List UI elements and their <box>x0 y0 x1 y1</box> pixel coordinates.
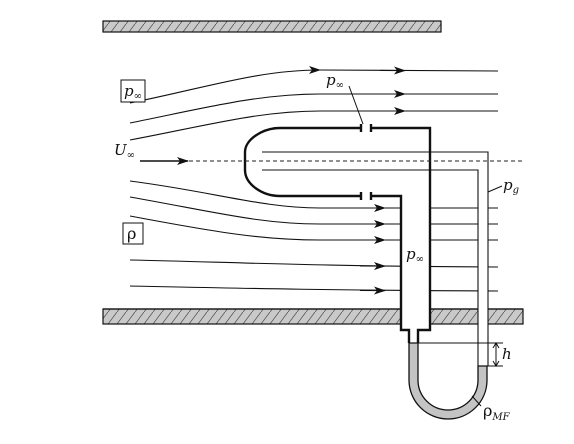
h-dimension <box>418 343 503 366</box>
manometer-fluid <box>409 343 487 419</box>
streamline-arrows-lower <box>360 208 385 291</box>
label-p-inf-top: p∞ <box>326 71 344 91</box>
streamline-1 <box>130 70 498 103</box>
total-tube-mask <box>478 152 488 366</box>
probe-mask <box>245 128 430 330</box>
streamline-arrows-upper <box>380 70 405 111</box>
streamline-6 <box>130 216 498 240</box>
label-p-g: pg <box>503 176 519 196</box>
streamline-7 <box>130 260 498 267</box>
label-u-inf: U∞ <box>114 141 135 161</box>
streamlines-lower <box>130 181 498 291</box>
top-wall <box>103 21 441 32</box>
leader-p-g <box>488 186 502 192</box>
streamline-2 <box>130 94 498 123</box>
label-rho-box: ρ <box>127 224 136 243</box>
streamline-5 <box>130 197 498 224</box>
streamline-8 <box>130 286 498 291</box>
bottom-wall <box>103 309 523 324</box>
leader-p-inf-top <box>349 86 363 124</box>
label-rho-mf: ρMF <box>483 401 511 423</box>
label-h: h <box>502 345 512 363</box>
